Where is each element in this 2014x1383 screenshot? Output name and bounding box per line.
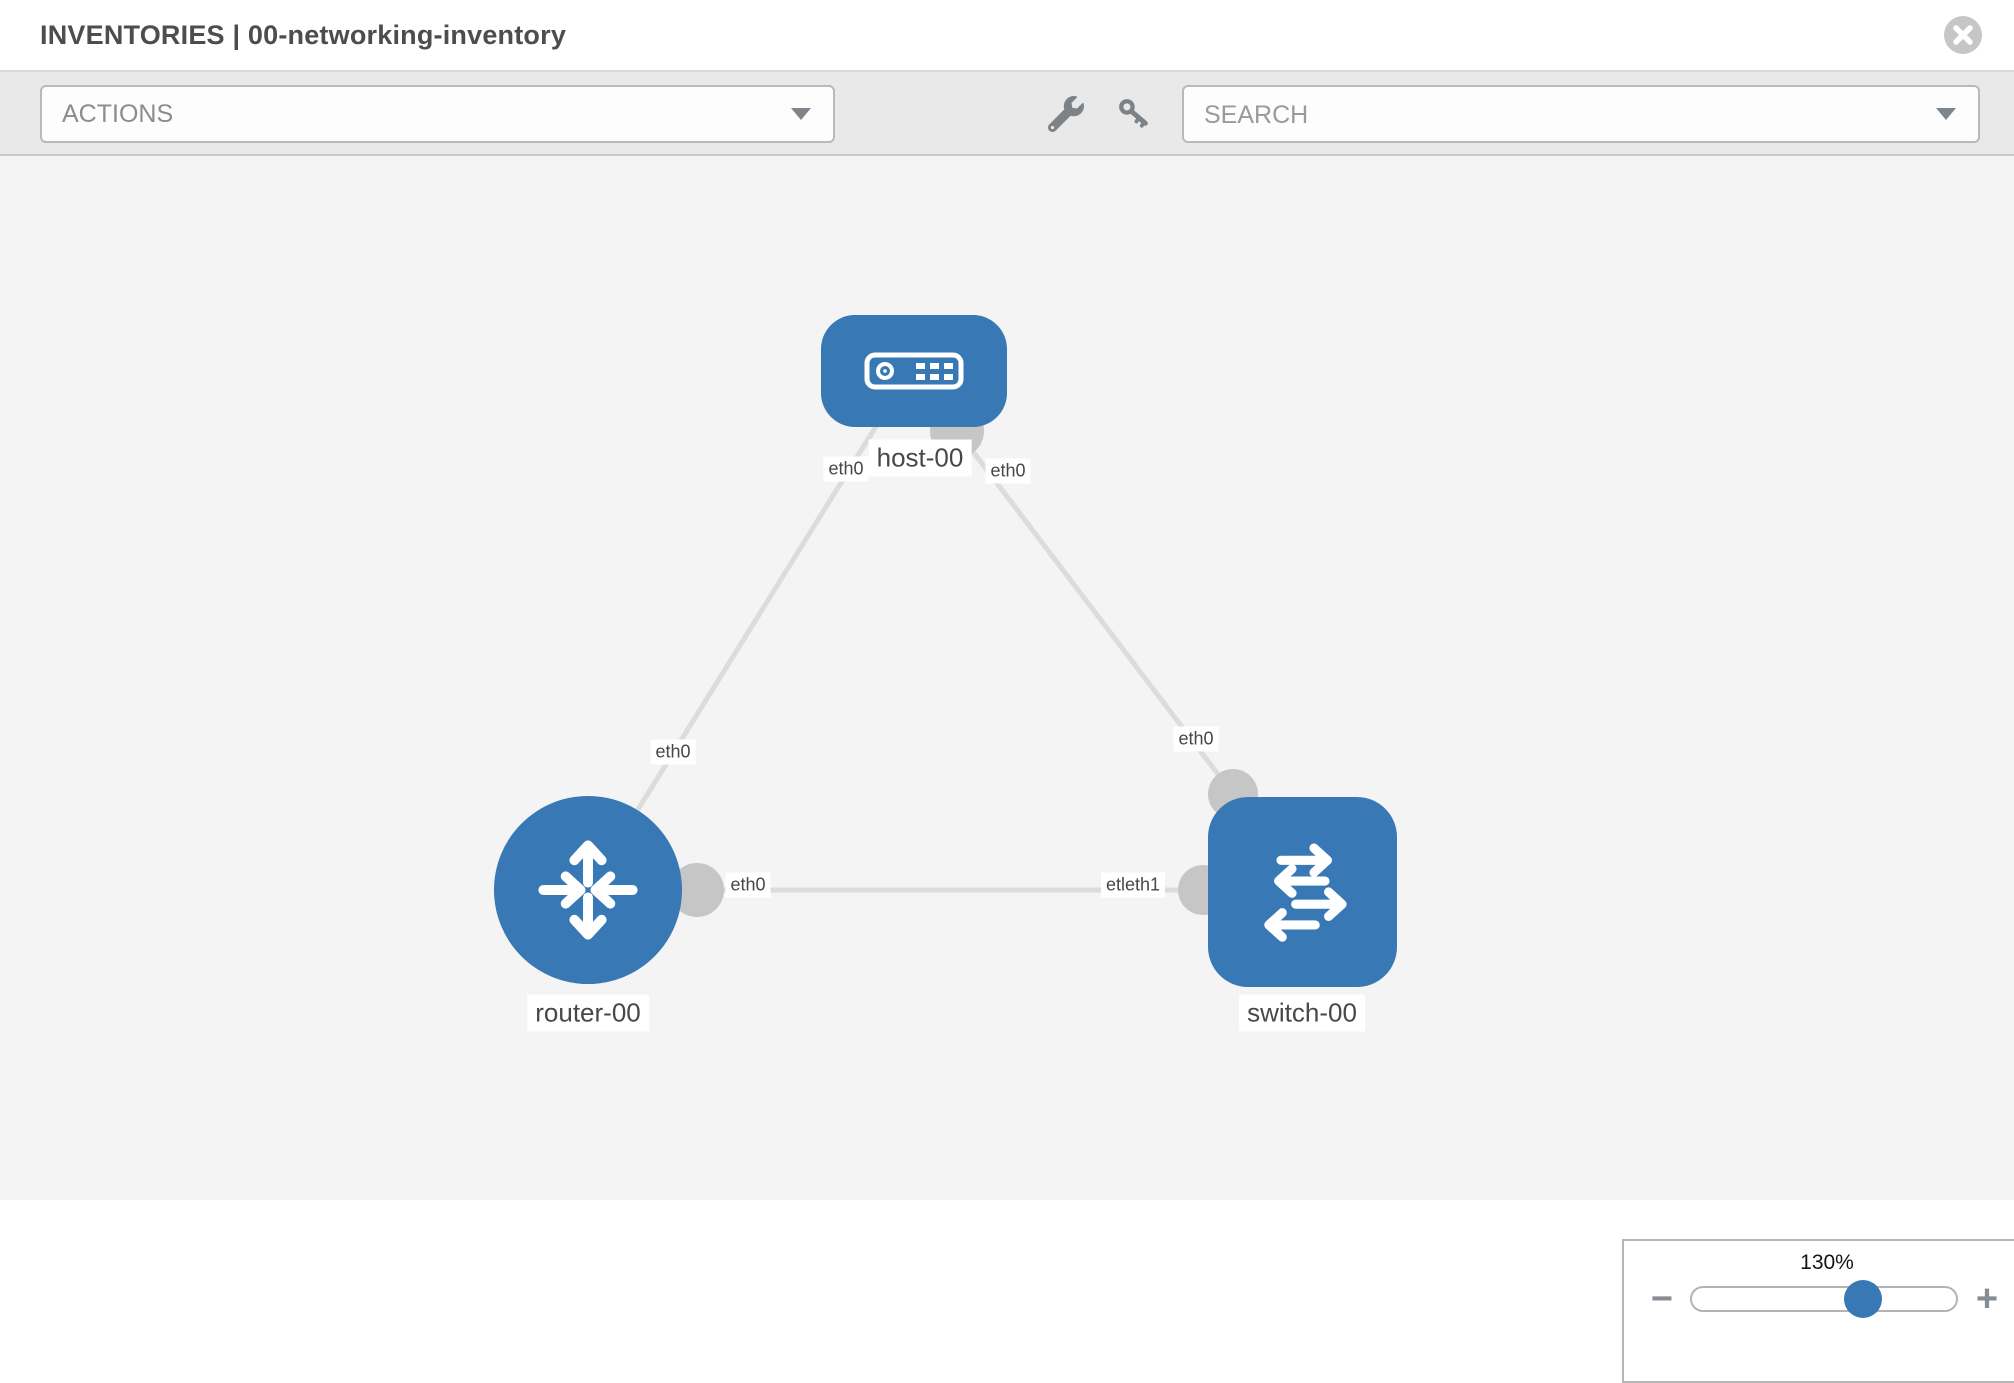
key-button[interactable] — [1114, 94, 1154, 134]
close-button[interactable] — [1944, 16, 1982, 54]
actions-dropdown-label: ACTIONS — [62, 100, 174, 128]
page-title: INVENTORIES | 00-networking-inventory — [40, 20, 567, 50]
zoom-slider-knob[interactable] — [1844, 1280, 1882, 1318]
iface-label-router-top: eth0 — [650, 739, 696, 765]
iface-label-switch-top: eth0 — [1173, 726, 1219, 752]
topology-canvas[interactable]: host-00 router-00 switch-00 eth0 eth0 et… — [0, 156, 2014, 1383]
node-switch-00[interactable] — [1208, 797, 1397, 987]
iface-label-router-right: eth0 — [725, 872, 771, 898]
node-router-00[interactable] — [494, 796, 682, 984]
zoom-control-panel: 130% − + — [1622, 1239, 2014, 1383]
host-icon — [864, 352, 964, 390]
key-icon — [1119, 99, 1148, 128]
chevron-down-icon — [1936, 108, 1956, 120]
close-icon — [1953, 25, 1973, 45]
node-host-00[interactable] — [821, 315, 1007, 427]
router-icon — [538, 840, 638, 940]
search-input[interactable] — [1184, 87, 1936, 143]
zoom-out-button[interactable]: − — [1650, 1278, 1674, 1320]
search-dropdown[interactable] — [1182, 85, 1980, 143]
iface-label-host-left: eth0 — [823, 456, 869, 482]
node-label-host: host-00 — [868, 439, 972, 477]
toolbar: ACTIONS — [0, 72, 2014, 156]
wrench-button[interactable] — [1046, 94, 1086, 134]
switch-icon — [1263, 843, 1347, 942]
node-label-router: router-00 — [527, 994, 649, 1032]
interface-connectors — [670, 404, 1258, 917]
iface-label-host-right: eth0 — [985, 458, 1031, 484]
actions-dropdown[interactable]: ACTIONS — [40, 85, 835, 143]
wrench-icon — [1048, 96, 1084, 132]
topology-edges — [585, 418, 1235, 893]
node-label-switch: switch-00 — [1239, 994, 1365, 1032]
zoom-in-button[interactable]: + — [1975, 1278, 1999, 1320]
connector-dot-router — [670, 863, 724, 917]
page-header: INVENTORIES | 00-networking-inventory — [0, 0, 2014, 72]
chevron-down-icon — [791, 108, 811, 120]
zoom-level-value: 130% — [1800, 1251, 1854, 1274]
iface-label-switch-left: etleth1 — [1100, 872, 1166, 898]
zoom-slider-track[interactable] — [1690, 1286, 1958, 1312]
